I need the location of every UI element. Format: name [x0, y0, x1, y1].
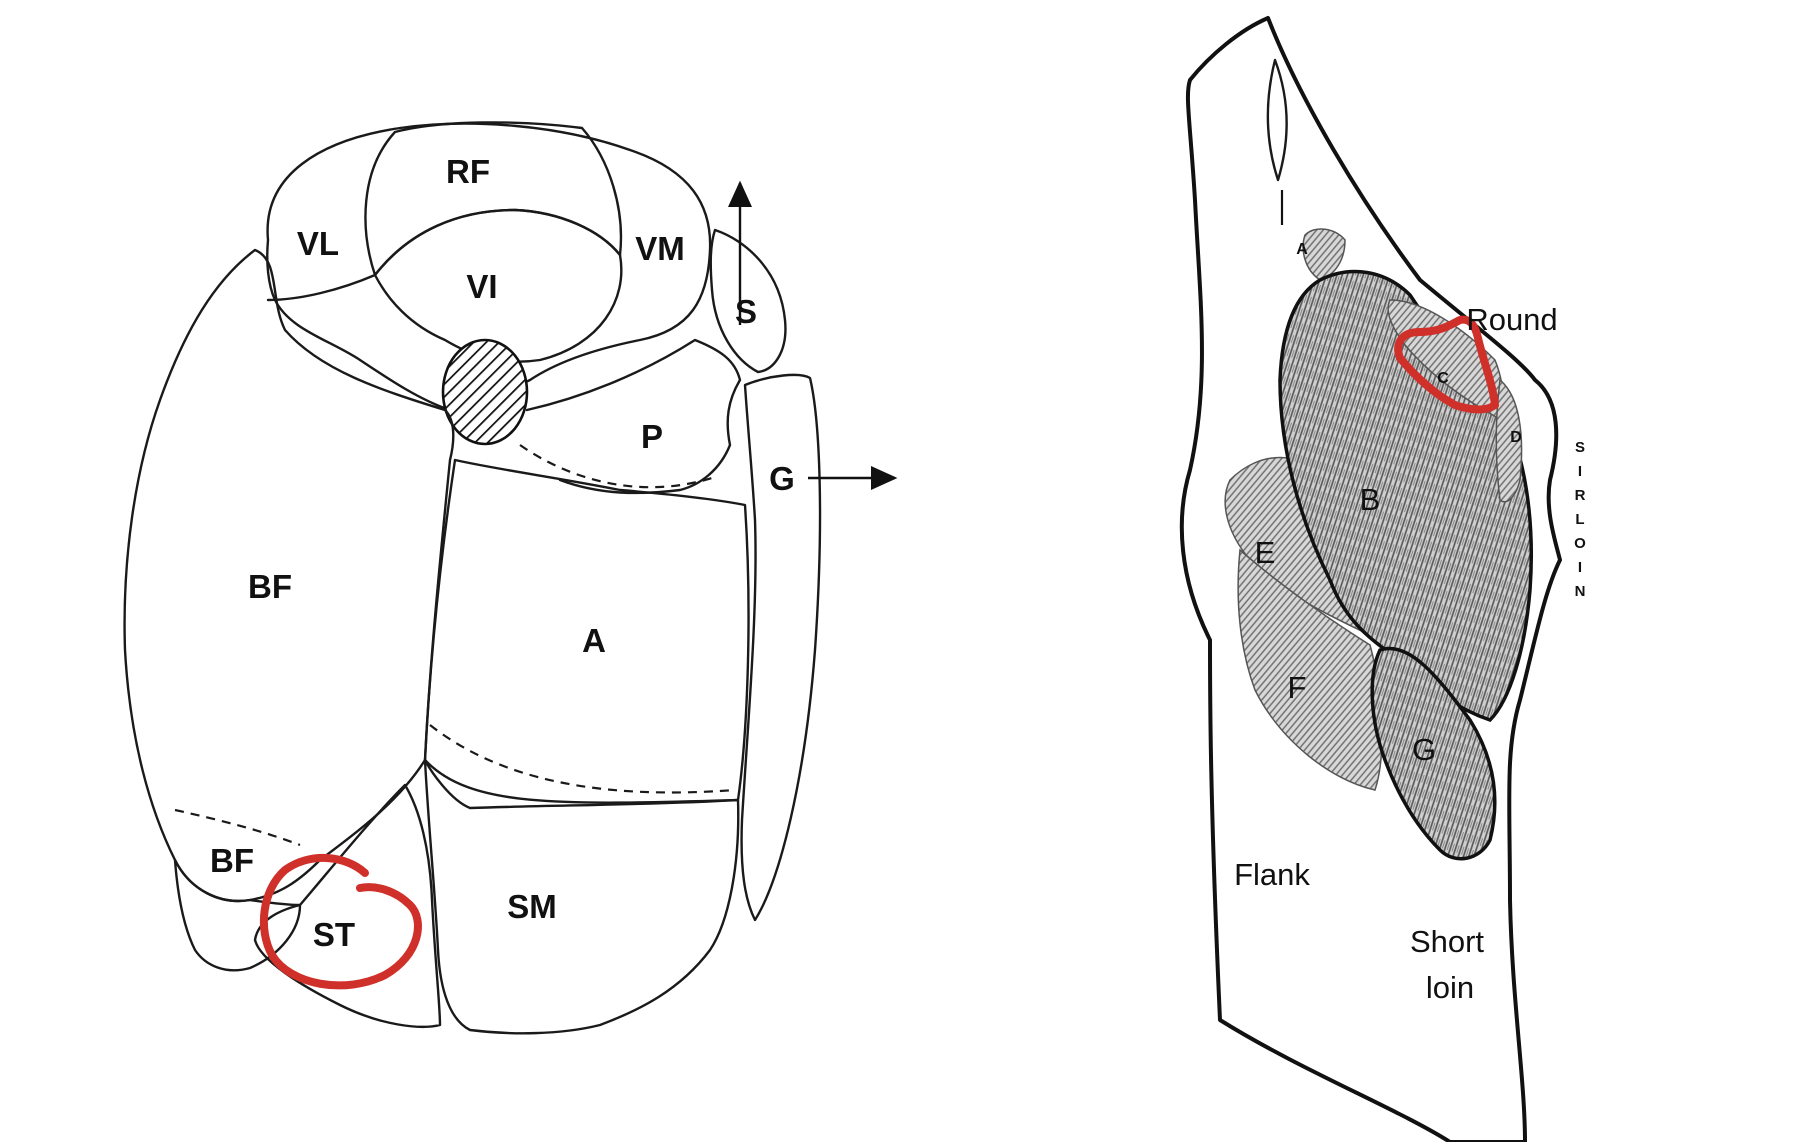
rf-muscle: [364, 121, 623, 277]
label-c: C: [1437, 370, 1449, 387]
vi-muscle: [373, 208, 623, 363]
label-g: G: [769, 460, 795, 497]
muscle-d: [1495, 378, 1523, 503]
muscle-f: [1237, 548, 1383, 791]
label-sm: SM: [507, 888, 557, 925]
a-dashed-boundary: [429, 724, 736, 794]
s-muscle: [709, 228, 787, 374]
label-vl: VL: [297, 225, 339, 262]
st-highlight-circle: [259, 854, 422, 990]
st-muscle: [253, 783, 442, 1028]
label-st: ST: [313, 916, 355, 953]
label-short: Short: [1410, 924, 1484, 959]
bf-small-muscle: [173, 858, 302, 972]
vl-divider: [266, 273, 377, 302]
label-a: A: [582, 622, 606, 659]
g-muscle: [740, 373, 822, 922]
sirloin-letter: L: [1575, 511, 1584, 528]
label-loin: loin: [1426, 970, 1474, 1005]
label-round: Round: [1466, 302, 1557, 337]
bf-dashed-boundary: [174, 808, 301, 847]
label-s: S: [735, 293, 757, 330]
label-b: B: [1360, 482, 1381, 517]
label-rf: RF: [446, 153, 490, 190]
label-e: E: [1255, 535, 1276, 570]
muscle-g: [1370, 646, 1497, 861]
label-bf: BF: [248, 568, 292, 605]
carcass-outline: [1179, 16, 1562, 1144]
carcass-slit: [1266, 58, 1288, 182]
sirloin-letter: O: [1574, 535, 1586, 552]
right-carcass-diagram: A Round C D B E F G Flank Short loin SIR…: [1179, 16, 1586, 1144]
label-g-right: G: [1412, 732, 1436, 767]
sirloin-letter: I: [1578, 463, 1582, 480]
p-muscle: [525, 338, 742, 495]
label-d: D: [1510, 429, 1522, 446]
label-bf-small: BF: [210, 842, 254, 879]
sirloin-letter: N: [1575, 583, 1586, 600]
femur-bone: [441, 338, 529, 446]
left-cross-section-diagram: RF VL VI VM S P G BF A BF ST SM: [123, 121, 898, 1035]
p-dashed-boundary: [519, 444, 713, 489]
label-vm: VM: [635, 230, 685, 267]
sm-muscle: [423, 758, 740, 1035]
sirloin-letter: S: [1575, 439, 1585, 456]
label-vi: VI: [466, 268, 497, 305]
sirloin-letter: I: [1578, 559, 1582, 576]
label-p: P: [641, 418, 663, 455]
sirloin-letter: R: [1575, 487, 1586, 504]
muscle-a: [1302, 228, 1346, 281]
label-a-small: A: [1296, 241, 1308, 258]
c-highlight-shape: [1394, 315, 1499, 414]
label-f: F: [1288, 670, 1307, 705]
label-flank: Flank: [1234, 857, 1310, 892]
